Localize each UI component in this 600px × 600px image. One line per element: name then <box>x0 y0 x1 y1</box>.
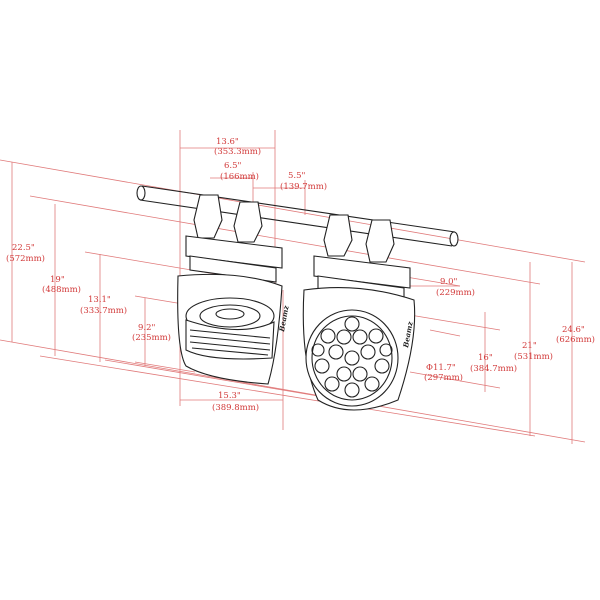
dim-base-width-mm: (389.8mm) <box>212 402 259 413</box>
dim-head-height-mm: (384.7mm) <box>470 363 517 374</box>
dim-head-dia: 9.2" <box>138 323 156 333</box>
dim-lens-dia-mm: (297mm) <box>424 372 463 383</box>
dimension-lines <box>0 130 586 444</box>
dim-offset-mm: (139.7mm) <box>280 181 327 192</box>
dim-total-height-left: 22.5" <box>12 243 35 253</box>
dim-head-dia-mm: (235mm) <box>132 332 171 343</box>
vent-grille-left <box>189 329 271 356</box>
dim-yoke-height: 13.1" <box>88 295 111 305</box>
clamp-right-2 <box>365 219 395 263</box>
led-array <box>311 316 393 398</box>
truss-pipe <box>136 185 459 247</box>
dim-height-right2-mm: (626mm) <box>556 334 595 345</box>
dim-bar-width: 13.6" <box>216 137 239 147</box>
dim-height-right2: 24.6" <box>562 325 585 335</box>
right-fixture: Beamz <box>302 214 416 411</box>
clamp-left-2 <box>233 201 263 243</box>
bracket-plate-left <box>185 235 283 269</box>
dim-height-right1: 21" <box>522 341 537 351</box>
bracket-plate-right <box>313 255 411 289</box>
dim-clamp-spacing: 6.5" <box>224 161 242 171</box>
dim-height: 19" <box>50 275 65 285</box>
dim-head-height: 16" <box>478 353 493 363</box>
left-fixture: Beamz <box>177 194 291 385</box>
clamp-left-1 <box>193 194 223 239</box>
dim-total-height-left-mm: (572mm) <box>6 253 45 264</box>
dim-bar-width-mm: (353.3mm) <box>214 146 261 157</box>
dim-base-width: 15.3" <box>218 391 241 401</box>
dim-height-mm: (488mm) <box>42 284 81 295</box>
dim-offset: 5.5" <box>288 171 306 181</box>
dim-depth: 9.0" <box>440 277 458 287</box>
dimension-labels: 13.6" (353.3mm) 6.5" (166mm) 5.5" (139.7… <box>6 137 595 413</box>
dim-clamp-spacing-mm: (166mm) <box>220 171 259 182</box>
dim-depth-mm: (229mm) <box>436 287 475 298</box>
dim-yoke-height-mm: (333.7mm) <box>80 305 127 316</box>
dim-height-right1-mm: (531mm) <box>514 351 553 362</box>
clamp-right-1 <box>323 214 353 257</box>
lens-face <box>305 309 399 407</box>
dim-lens-dia: Φ11.7" <box>426 363 456 373</box>
